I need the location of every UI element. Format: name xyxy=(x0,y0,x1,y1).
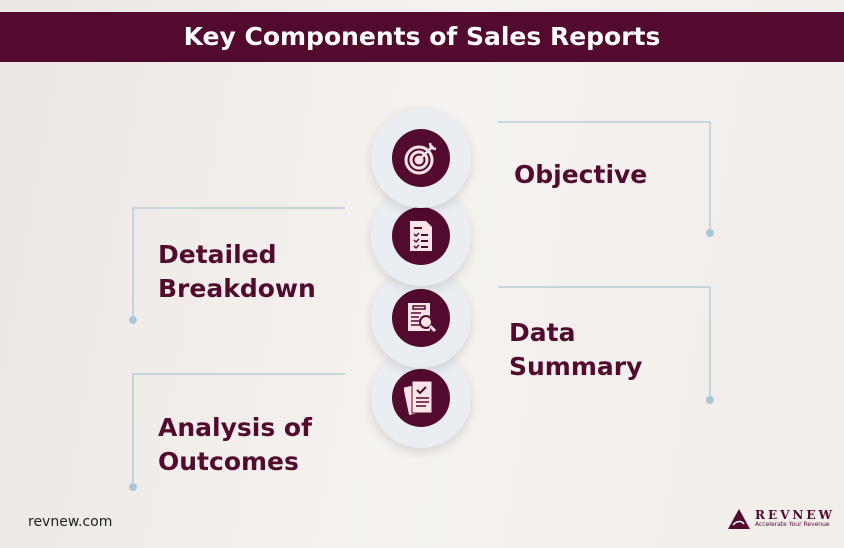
label-data-summary: Data Summary xyxy=(509,318,643,381)
connector-dot xyxy=(129,316,137,324)
connector-analysis xyxy=(132,373,345,487)
label-objective: Objective xyxy=(514,160,648,189)
brand-name: REVNEW xyxy=(755,508,836,522)
label-detailed-breakdown: Detailed Breakdown xyxy=(158,240,316,303)
approved-clipboard-icon xyxy=(392,369,450,427)
website-url: revnew.com xyxy=(28,514,113,530)
target-icon xyxy=(392,129,450,187)
checklist-document-icon xyxy=(392,207,450,265)
step-circle-4 xyxy=(371,348,471,448)
revnew-logo: REVNEW Accelerate Your Revenue xyxy=(727,508,835,530)
connector-objective xyxy=(498,121,711,233)
page-title: Key Components of Sales Reports xyxy=(0,12,844,62)
step-circle-1 xyxy=(371,108,471,208)
connector-dot xyxy=(129,483,137,491)
label-analysis-of-outcomes: Analysis of Outcomes xyxy=(158,413,312,476)
connector-data xyxy=(498,286,711,400)
brand-tagline: Accelerate Your Revenue xyxy=(755,521,830,528)
logo-triangle-icon xyxy=(728,509,750,529)
connector-dot xyxy=(706,396,714,404)
connector-dot xyxy=(706,229,714,237)
connector-detailed xyxy=(132,207,345,320)
document-search-icon xyxy=(392,289,450,347)
